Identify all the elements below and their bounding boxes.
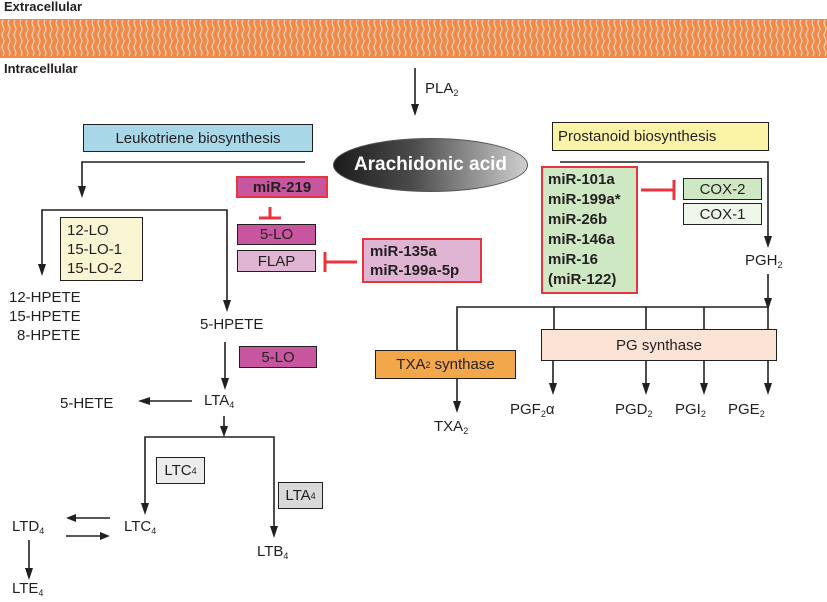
enzyme-cox-1: COX-1 [683, 203, 762, 225]
mir-146a: miR-146a [548, 231, 615, 248]
lipoxygenase-box: 12-LO 15-LO-1 15-LO-2 [60, 217, 143, 281]
pla2-subscript: 2 [453, 88, 459, 98]
txa2-subscript: 2 [463, 426, 469, 436]
product-8-hpete: 8-HPETE [17, 327, 81, 344]
product-txa2: TXA2 [434, 418, 468, 440]
ltc4-enzyme-text: LTC [164, 462, 192, 479]
arrowheads [25, 104, 772, 580]
ltc4-enzyme-subscript: 4 [191, 465, 197, 476]
lta4-enzyme-text: LTA [285, 487, 311, 504]
lta4-subscript: 4 [229, 400, 235, 410]
pgi2-text: PGI [675, 401, 701, 418]
pgh2-text: PGH [745, 252, 778, 269]
enzyme-15-lo-2: 15-LO-2 [67, 259, 123, 277]
mir-199a-star: miR-199a* [548, 191, 621, 208]
mir-219-box: miR-219 [236, 176, 328, 198]
mir-199a-5p: miR-199a-5p [370, 261, 460, 279]
mir-135a: miR-135a [370, 242, 437, 260]
product-ltc4: LTC4 [124, 518, 156, 540]
mir-101a: miR-101a [548, 171, 615, 188]
pla2-text: PLA [425, 80, 454, 97]
mir-122: (miR-122) [548, 271, 617, 288]
product-pgf2a: PGF2α [510, 401, 555, 423]
product-ltb4: LTB4 [257, 543, 288, 565]
product-5-hete: 5-HETE [60, 395, 114, 412]
pge2-text: PGE [728, 401, 760, 418]
cell-membrane [0, 19, 827, 58]
enzyme-5-lo: 5-LO [237, 224, 316, 245]
pgf2a-subscript: 2 [540, 409, 546, 419]
enzyme-15-lo-1: 15-LO-1 [67, 240, 123, 258]
lta4-text: LTA [204, 392, 230, 409]
ltc4-text: LTC [124, 518, 152, 535]
txa2-synthase-text: TXA [396, 356, 426, 373]
ltd4-subscript: 4 [39, 526, 45, 536]
enzyme-5-lo-second: 5-LO [239, 346, 317, 368]
ltb4-subscript: 4 [283, 551, 289, 561]
product-pgh2: PGH2 [745, 252, 783, 274]
product-pgd2: PGD2 [615, 401, 653, 423]
mir-26b: miR-26b [548, 211, 608, 228]
enzyme-cox-2: COX-2 [683, 178, 762, 200]
extracellular-label: Extracellular [4, 0, 83, 14]
product-5-hpete: 5-HPETE [200, 316, 264, 333]
txa2-synthase-suffix: synthase [430, 356, 495, 373]
ltb4-text: LTB [257, 543, 284, 560]
intracellular-label: Intracellular [4, 61, 78, 76]
pge2-subscript: 2 [759, 409, 765, 419]
arachidonic-acid-node: Arachidonic acid [333, 138, 528, 192]
product-12-hpete: 12-HPETE [9, 289, 81, 306]
arachidonic-acid-label: Arachidonic acid [353, 154, 508, 175]
pgf2a-alpha: α [545, 401, 555, 418]
pgd2-text: PGD [615, 401, 648, 418]
txa2-synthase-subscript: 2 [425, 359, 431, 370]
enzyme-12-lo: 12-LO [67, 221, 109, 239]
mir-16: miR-16 [548, 251, 599, 268]
leukotriene-biosynthesis-header: Leukotriene biosynthesis [83, 124, 313, 152]
pgf2a-text: PGF [510, 401, 541, 418]
txa2-text: TXA [434, 418, 464, 435]
mir-flap-box: miR-135a miR-199a-5p [362, 238, 482, 283]
pgh2-subscript: 2 [777, 260, 783, 270]
product-lte4: LTE4 [12, 580, 43, 602]
product-lta4: LTA4 [204, 392, 234, 414]
pgd2-subscript: 2 [647, 409, 653, 419]
product-pgi2: PGI2 [675, 401, 706, 423]
product-15-hpete: 15-HPETE [9, 308, 81, 325]
mir-cox-box: miR-101a miR-199a* miR-26b miR-146a miR-… [541, 166, 638, 294]
pgi2-subscript: 2 [700, 409, 706, 419]
ltc4-subscript: 4 [151, 526, 157, 536]
pla2-label: PLA2 [425, 80, 458, 102]
ltd4-text: LTD [12, 518, 40, 535]
prostanoid-biosynthesis-header: Prostanoid biosynthesis [552, 122, 769, 151]
product-ltd4: LTD4 [12, 518, 44, 540]
inhibition-symbols [259, 180, 676, 272]
product-pge2: PGE2 [728, 401, 765, 423]
lte4-subscript: 4 [38, 588, 44, 598]
lta4-enzyme-subscript: 4 [310, 490, 316, 501]
pg-synthase-box: PG synthase [541, 329, 777, 361]
enzyme-flap: FLAP [237, 250, 316, 272]
lte4-text: LTE [12, 580, 39, 597]
